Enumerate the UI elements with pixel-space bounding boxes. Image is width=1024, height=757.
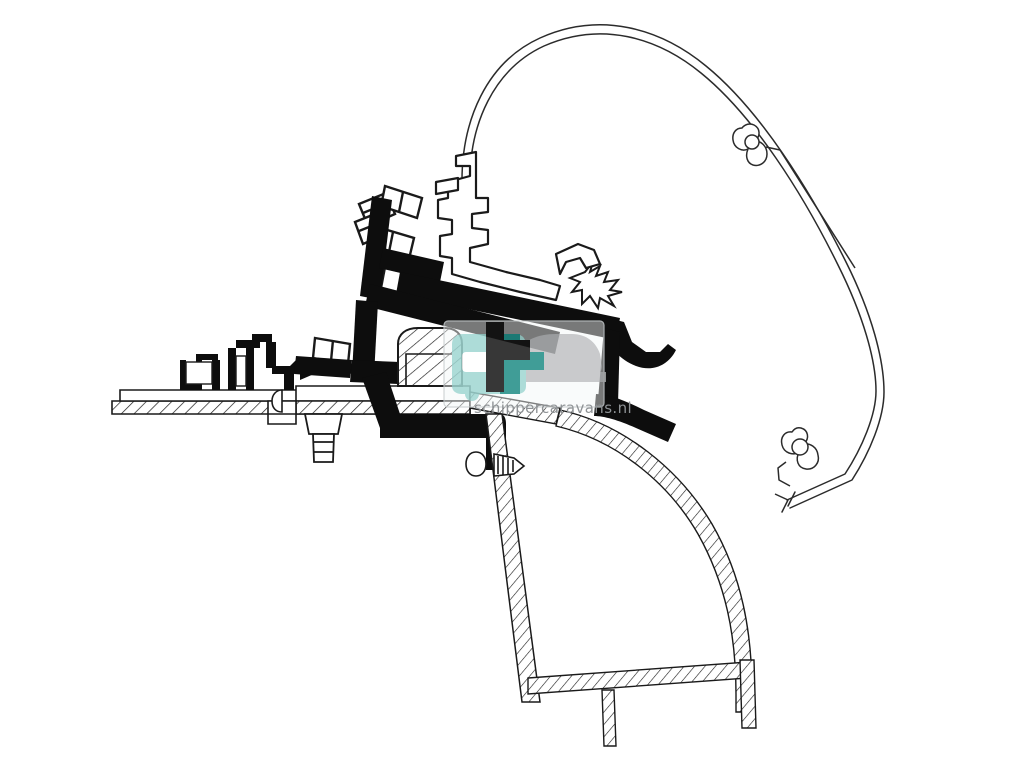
roof-rail-gutter-profile-lower [774, 427, 820, 501]
floor-support-stub [601, 689, 617, 747]
roof-rail-gutter-profile-upper [732, 123, 781, 167]
body-profile-stem [779, 149, 856, 269]
clamp-hook [594, 316, 676, 442]
rail-hook-profile [567, 261, 623, 311]
awning-rail-profile [436, 150, 562, 302]
left-profile-cavity [185, 355, 247, 387]
vehicle-body-outline [461, 24, 885, 509]
awning-rail-kicker [554, 242, 602, 276]
floor-panel [527, 661, 749, 695]
gutter-bead [271, 389, 283, 413]
body-outline-lower-tail [781, 491, 796, 513]
watermark-text: schippercaravans.nl [474, 399, 633, 417]
self-tapping-screw [465, 451, 526, 477]
lower-body-post [739, 659, 757, 729]
through-bolt-shank [303, 413, 344, 463]
spacer-block [397, 327, 463, 387]
side-wall-panel [485, 413, 541, 703]
awning-rail-top-lip [434, 176, 460, 196]
